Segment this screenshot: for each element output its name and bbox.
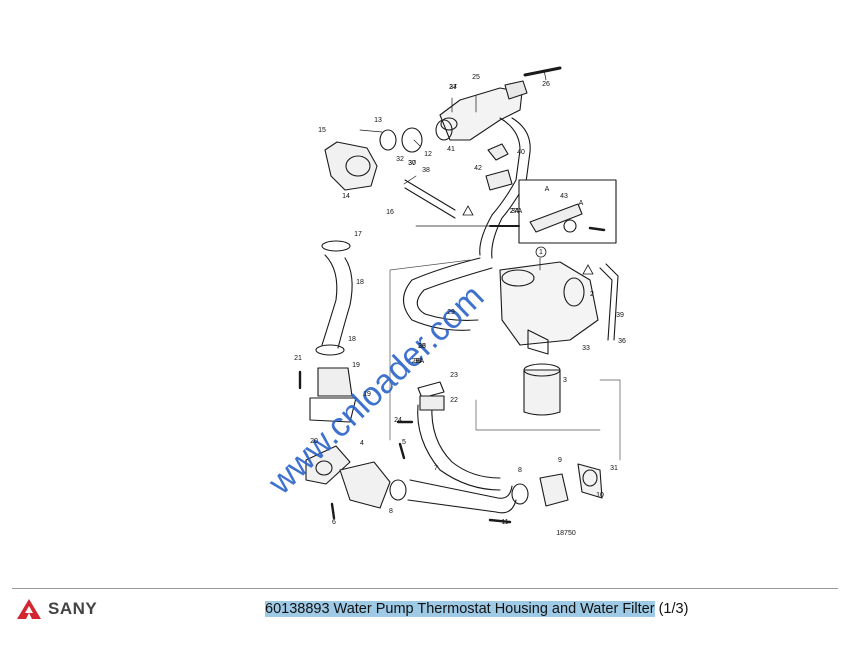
caption-title: 60138893 Water Pump Thermostat Housing a… (265, 601, 655, 617)
callout-label: 2 (590, 291, 594, 298)
callout-label: 27 (449, 84, 457, 91)
callout-label: 20 (310, 438, 318, 445)
callout-label: 37 (408, 160, 416, 167)
callout-label: 28A (412, 358, 425, 365)
callout-label: 18 (356, 279, 364, 286)
callout-label: 19 (363, 391, 371, 398)
callout-label: 39 (616, 312, 624, 319)
callout-label: 10 (596, 492, 604, 499)
callout-label: 9 (558, 457, 562, 464)
callout-label: 8 (518, 467, 522, 474)
callout-label: A (545, 186, 550, 193)
callout-label: 34 (511, 208, 519, 215)
callout-label: 30 (408, 160, 416, 167)
callout-label: 40 (517, 149, 525, 156)
callout-label: 27A (510, 208, 523, 215)
callout-label: 43 (560, 193, 568, 200)
brand-name: SANY (48, 599, 98, 618)
callout-label: 26 (542, 81, 550, 88)
callout-label: 3 (563, 377, 567, 384)
callout-label: 31 (610, 465, 618, 472)
footer-divider (12, 588, 838, 589)
callout-label: 42 (474, 165, 482, 172)
callout-label: 38 (422, 167, 430, 174)
callout-label: 35 (418, 343, 426, 350)
callout-label: 11 (501, 519, 508, 526)
callout-label: 6 (332, 519, 336, 526)
callout-label: 23 (450, 372, 458, 379)
callout-label: 25 (472, 74, 480, 81)
callout-label: 24 (394, 417, 402, 424)
caption-page: (1/3) (658, 601, 689, 617)
callout-label: 17 (354, 231, 362, 238)
sany-logo-icon (17, 599, 41, 619)
callout-label: 4 (360, 440, 364, 447)
callout-label: 14 (342, 193, 350, 200)
callout-label: 36 (618, 338, 626, 345)
callout-label: 18 (348, 336, 356, 343)
callout-label: 28 (418, 343, 426, 350)
callout-label: 15 (318, 127, 326, 134)
page-caption: 60138893 Water Pump Thermostat Housing a… (265, 601, 688, 617)
callout-label: 8 (389, 508, 393, 515)
callout-label: 16 (386, 209, 394, 216)
callout-label: 41 (447, 146, 455, 153)
callout-label: 1 (539, 249, 543, 256)
callout-label: 35 (414, 358, 422, 365)
callout-label: 12 (424, 151, 432, 158)
callout-label: 13 (374, 117, 382, 124)
callout-label: 5 (402, 439, 406, 446)
callout-label: 19 (352, 362, 360, 369)
callout-label: 34 (449, 84, 457, 91)
callout-label: 29 (447, 309, 455, 316)
callout-label: 33 (582, 345, 590, 352)
brand-logo: SANY (16, 598, 97, 620)
callout-label: 21 (294, 355, 302, 362)
callout-label: 7 (434, 465, 438, 472)
callout-label: A (579, 200, 584, 207)
callout-label: 32 (396, 156, 404, 163)
figure-number: 18750 (556, 530, 576, 537)
callout-label: 22 (450, 397, 458, 404)
